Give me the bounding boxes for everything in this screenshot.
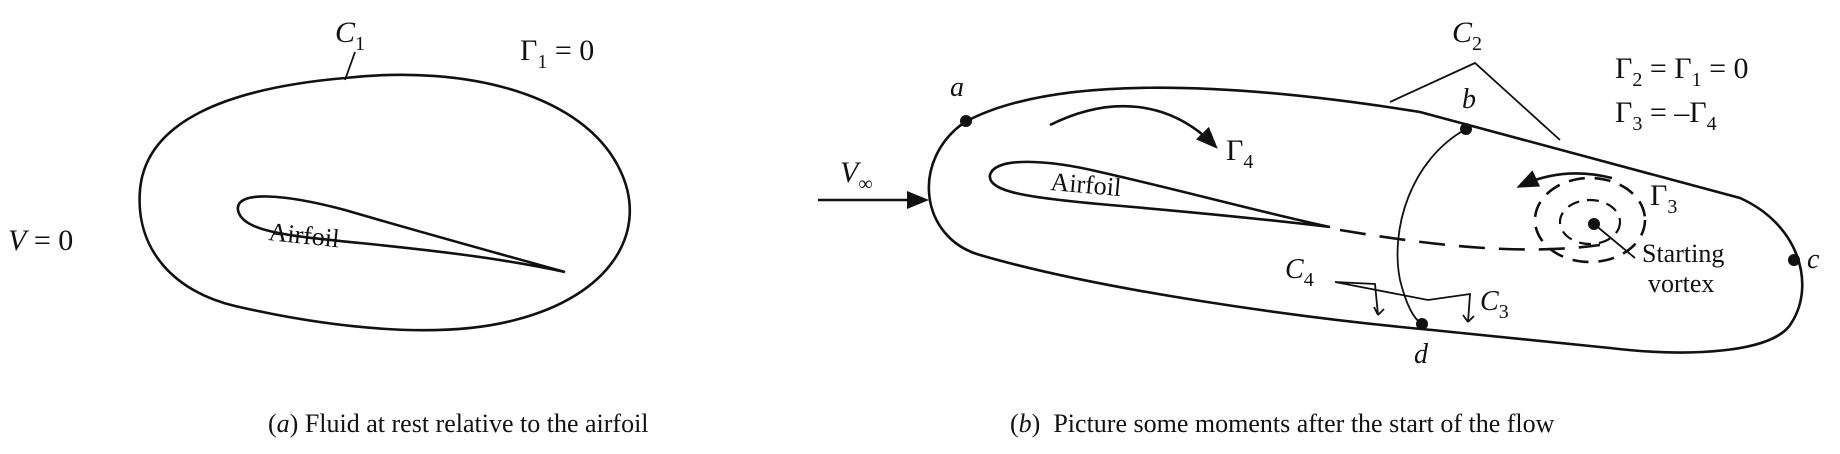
airfoil-a-label: Airfoil bbox=[267, 217, 340, 253]
panel-a: C1 Γ1 = 0 V = 0 Airfoil (a) Fluid at res… bbox=[8, 16, 649, 438]
gamma1-equation: Γ1 = 0 bbox=[520, 34, 594, 73]
wake-dashed-line bbox=[1339, 228, 1601, 251]
starting-vortex-outer-loop bbox=[1533, 176, 1647, 264]
gamma3-arrow bbox=[1516, 170, 1613, 188]
airfoil-a bbox=[236, 195, 566, 274]
starting-vortex-label-line1: Starting bbox=[1642, 239, 1724, 268]
c2-leader-lines bbox=[1389, 61, 1561, 141]
c1-label: C1 bbox=[335, 16, 365, 55]
point-a-label: a bbox=[950, 72, 964, 103]
c1-leader-line bbox=[344, 51, 356, 81]
c4-tick bbox=[1373, 306, 1385, 316]
panel-b: V∞ a b c d C2 bbox=[818, 16, 1820, 438]
gamma4-arrow bbox=[1049, 104, 1218, 149]
contour-abcd bbox=[927, 86, 1804, 354]
gamma3-equation: Γ3 = –Γ4 bbox=[1615, 96, 1717, 135]
gamma4-label: Γ4 bbox=[1226, 134, 1253, 173]
caption-a: (a) Fluid at rest relative to the airfoi… bbox=[268, 409, 649, 438]
c3-tick bbox=[1462, 314, 1475, 323]
gamma2-equation: Γ2 = Γ1 = 0 bbox=[1615, 52, 1749, 91]
c4-bracket bbox=[1334, 281, 1429, 316]
c2-label: C2 bbox=[1452, 16, 1482, 55]
airfoil-b bbox=[988, 160, 1331, 229]
freestream-label: V∞ bbox=[840, 156, 873, 195]
point-c bbox=[1788, 254, 1800, 266]
velocity-zero-label: V = 0 bbox=[8, 224, 73, 257]
point-c-label: c bbox=[1807, 244, 1820, 275]
dividing-curve-bd bbox=[1396, 128, 1467, 325]
airfoil-b-label: Airfoil bbox=[1049, 167, 1122, 202]
c3-bracket bbox=[1427, 292, 1471, 323]
c3-label: C3 bbox=[1480, 286, 1509, 323]
starting-vortex-inner-loop bbox=[1558, 198, 1622, 246]
contour-c1 bbox=[138, 73, 631, 332]
point-d-label: d bbox=[1414, 339, 1429, 370]
starting-vortex-label-line2: vortex bbox=[1648, 269, 1714, 298]
point-b bbox=[1460, 123, 1472, 135]
vortex-leader-line bbox=[1593, 223, 1636, 259]
point-d bbox=[1416, 318, 1428, 330]
point-b-label: b bbox=[1462, 84, 1476, 115]
caption-b: (b) Picture some moments after the start… bbox=[1010, 409, 1555, 438]
gamma3-label: Γ3 bbox=[1650, 179, 1677, 218]
c4-label: C4 bbox=[1285, 254, 1314, 291]
point-a bbox=[960, 115, 972, 127]
